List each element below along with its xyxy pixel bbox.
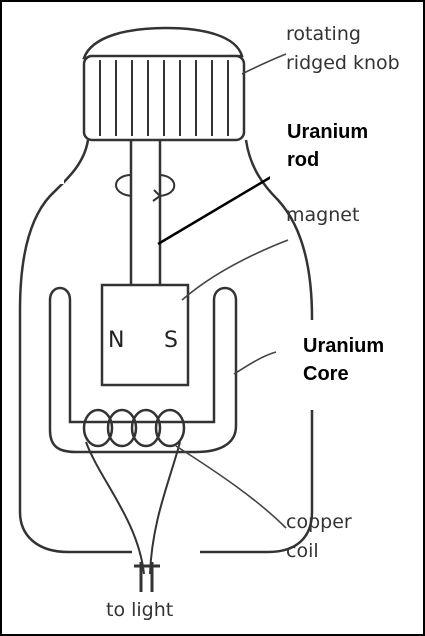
knob-cap: [82, 26, 244, 60]
left-panel: [4, 90, 64, 184]
output-label: to light: [106, 599, 174, 621]
magnet-block: [100, 283, 190, 387]
rotation-arrowhead: [152, 189, 162, 202]
knob-label-line-1: rotating: [286, 23, 361, 45]
leader-magnet: [181, 239, 289, 301]
leader-core: [233, 351, 277, 375]
uranium-core-label-line-1: Uranium: [303, 335, 385, 357]
uranium-rod-label: Uranium rod: [287, 118, 368, 174]
magnet-label: magnet: [286, 204, 360, 226]
rotation-arrow: [115, 174, 176, 197]
bottle-outline: [18, 139, 314, 554]
knob-label: rotating ridged knob: [286, 20, 400, 78]
uranium-core-label: Uranium Core: [303, 332, 384, 388]
leader-lines: [175, 53, 289, 529]
knob-label-line-2: ridged knob: [286, 52, 400, 74]
coil-label: copper coil: [286, 508, 352, 566]
uranium-rod-label-line-1: Uranium: [287, 121, 369, 143]
south-pole-label: S: [164, 328, 178, 353]
shaft: [129, 140, 162, 285]
leader-coil: [175, 445, 287, 529]
knob-ridges: [99, 60, 229, 136]
output-wires: [85, 441, 181, 575]
leader-knob: [241, 53, 287, 75]
coil-label-line-2: coil: [286, 540, 319, 562]
north-pole-label: N: [108, 328, 125, 353]
rod-label-panel: [270, 110, 384, 185]
core-label-panel: [292, 320, 418, 410]
coil-label-line-1: copper: [286, 511, 352, 533]
uranium-core-label-line-2: Core: [303, 363, 349, 385]
u-core: [48, 286, 238, 454]
leader-uranium-rod: [157, 172, 277, 246]
copper-coil: [82, 408, 186, 448]
uranium-rod-label-line-2: rod: [287, 149, 320, 171]
output-terminal: [134, 562, 160, 592]
